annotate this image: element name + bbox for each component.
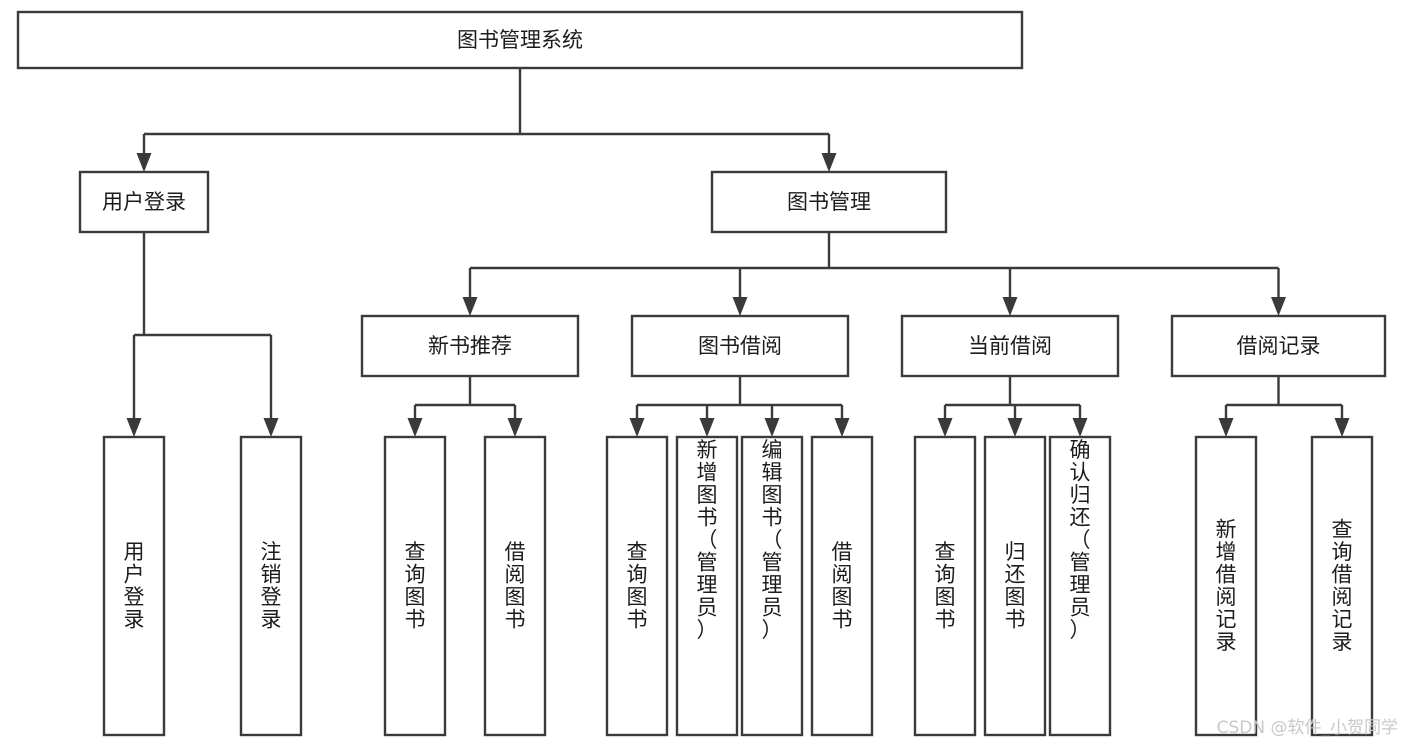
- node-label: 用户登录: [102, 190, 186, 214]
- arrow-to-leaf-1-3: [834, 418, 850, 437]
- arrow-to-leaf-1-2: [764, 418, 780, 437]
- node-label: 查询借阅记录: [1332, 518, 1353, 655]
- node-label: 图书管理系统: [457, 28, 583, 52]
- node-label: 用户登录: [124, 540, 145, 632]
- arrow-to-leaf-2-1: [1007, 418, 1023, 437]
- node-label: 新增借阅记录: [1216, 518, 1237, 655]
- arrow-to-leaf-3-0: [1218, 418, 1234, 437]
- node-box[interactable]: [900, 314, 1120, 378]
- node-box[interactable]: [383, 435, 447, 737]
- node-leaf-8[interactable]: 查询图书: [913, 435, 977, 737]
- node-leaf-9[interactable]: 归还图书: [983, 435, 1047, 737]
- node-box[interactable]: [630, 314, 850, 378]
- node-label: 借阅图书: [505, 540, 526, 632]
- arrow-to-login-leaf-0: [126, 418, 142, 437]
- arrow-to-leaf-0-1: [507, 418, 523, 437]
- node-leaf-6[interactable]: 编辑图书（管理员）: [740, 435, 804, 737]
- node-leaf-11[interactable]: 新增借阅记录: [1194, 435, 1258, 737]
- node-label: 新增图书（管理员）: [697, 438, 718, 642]
- node-boxes: 图书管理系统用户登录图书管理新书推荐图书借阅当前借阅借阅记录用户登录注销登录查询…: [16, 10, 1387, 737]
- arrow-to-leaf-0-0: [407, 418, 423, 437]
- node-box[interactable]: [1048, 435, 1112, 737]
- node-box[interactable]: [740, 435, 804, 737]
- node-l2-1[interactable]: 图书管理: [710, 170, 948, 234]
- node-l2-0[interactable]: 用户登录: [78, 170, 210, 234]
- node-leaf-3[interactable]: 借阅图书: [483, 435, 547, 737]
- arrow-to-l3-0: [462, 297, 478, 316]
- node-root-0[interactable]: 图书管理系统: [16, 10, 1024, 70]
- node-l3-2[interactable]: 当前借阅: [900, 314, 1120, 378]
- node-leaf-0[interactable]: 用户登录: [102, 435, 166, 737]
- node-l3-0[interactable]: 新书推荐: [360, 314, 580, 378]
- node-box[interactable]: [983, 435, 1047, 737]
- node-label: 查询图书: [935, 540, 956, 632]
- watermark-text: CSDN @软件_小贺同学: [1217, 718, 1398, 738]
- node-label: 归还图书: [1005, 540, 1026, 632]
- node-box[interactable]: [1194, 435, 1258, 737]
- arrow-to-l2-0: [136, 153, 152, 172]
- node-leaf-4[interactable]: 查询图书: [605, 435, 669, 737]
- arrow-to-l3-2: [1002, 297, 1018, 316]
- node-box[interactable]: [360, 314, 580, 378]
- arrow-to-l2-1: [821, 153, 837, 172]
- node-box[interactable]: [102, 435, 166, 737]
- node-box[interactable]: [913, 435, 977, 737]
- node-leaf-10[interactable]: 确认归还（管理员）: [1048, 435, 1112, 737]
- node-box[interactable]: [710, 170, 948, 234]
- node-label: 查询图书: [627, 540, 648, 632]
- arrow-to-leaf-2-0: [937, 418, 953, 437]
- node-label: 图书借阅: [698, 334, 782, 358]
- arrow-to-leaf-3-1: [1334, 418, 1350, 437]
- arrow-to-leaf-1-0: [629, 418, 645, 437]
- node-label: 编辑图书（管理员）: [762, 438, 783, 642]
- arrow-to-leaf-2-2: [1072, 418, 1088, 437]
- node-label: 借阅记录: [1237, 334, 1321, 358]
- node-label: 当前借阅: [968, 334, 1052, 358]
- arrow-to-l3-1: [732, 297, 748, 316]
- node-leaf-7[interactable]: 借阅图书: [810, 435, 874, 737]
- node-label: 确认归还（管理员）: [1070, 438, 1091, 642]
- arrow-to-login-leaf-1: [263, 418, 279, 437]
- node-leaf-1[interactable]: 注销登录: [239, 435, 303, 737]
- node-box[interactable]: [483, 435, 547, 737]
- node-l3-3[interactable]: 借阅记录: [1170, 314, 1387, 378]
- node-label: 图书管理: [787, 190, 871, 214]
- node-l3-1[interactable]: 图书借阅: [630, 314, 850, 378]
- arrow-to-leaf-1-1: [699, 418, 715, 437]
- node-label: 新书推荐: [428, 334, 512, 358]
- node-leaf-5[interactable]: 新增图书（管理员）: [675, 435, 739, 737]
- node-leaf-12[interactable]: 查询借阅记录: [1310, 435, 1374, 737]
- node-label: 借阅图书: [832, 540, 853, 632]
- node-label: 注销登录: [261, 540, 282, 632]
- node-box[interactable]: [810, 435, 874, 737]
- node-box[interactable]: [1310, 435, 1374, 737]
- node-box[interactable]: [1170, 314, 1387, 378]
- node-leaf-2[interactable]: 查询图书: [383, 435, 447, 737]
- node-box[interactable]: [605, 435, 669, 737]
- node-label: 查询图书: [405, 540, 426, 632]
- node-box[interactable]: [239, 435, 303, 737]
- connector-lines: [126, 68, 1350, 437]
- node-box[interactable]: [16, 10, 1024, 70]
- node-box[interactable]: [78, 170, 210, 234]
- arrow-to-l3-3: [1271, 297, 1286, 316]
- node-box[interactable]: [675, 435, 739, 737]
